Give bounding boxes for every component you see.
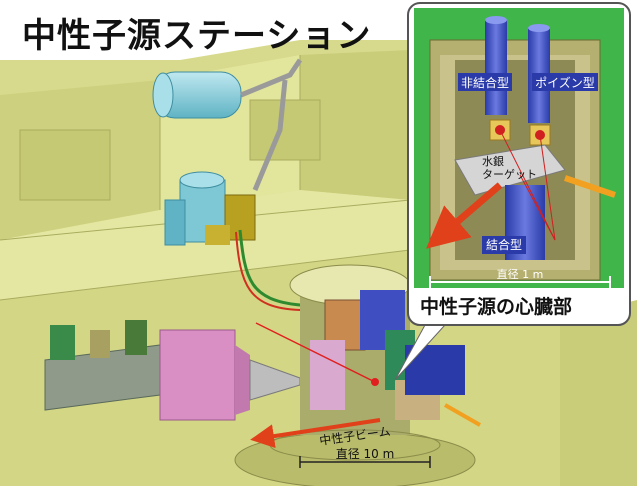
non-coupled-label-bg <box>458 73 512 91</box>
helium-equipment <box>164 171 256 246</box>
inset-caption: 中性子源の心臓部 <box>420 296 573 318</box>
pipe-red <box>235 231 330 311</box>
label-target-line2: ターゲット <box>482 168 537 181</box>
station-core <box>234 264 476 486</box>
label-inset-diameter: 直径 1 m <box>497 267 544 281</box>
label-non-coupled: 非結合型 <box>461 75 509 90</box>
proton-beam-arrow <box>444 403 481 427</box>
label-poison: ポイズン型 <box>535 75 595 90</box>
neutron-beam-arrow <box>250 418 381 449</box>
storage-tank <box>152 71 242 119</box>
pipe-upper <box>240 58 303 98</box>
poison-label-bg <box>532 73 598 91</box>
pipe-green <box>238 229 330 307</box>
label-station-diameter: 直径 10 m <box>336 447 395 461</box>
coupled-label-bg <box>482 236 526 254</box>
label-coupled: 結合型 <box>486 237 522 252</box>
pipe-lower <box>252 79 288 191</box>
page-title: 中性子源ステーション <box>22 16 372 56</box>
left-equipment <box>44 320 301 421</box>
label-target-line1: 水銀 <box>482 154 504 168</box>
